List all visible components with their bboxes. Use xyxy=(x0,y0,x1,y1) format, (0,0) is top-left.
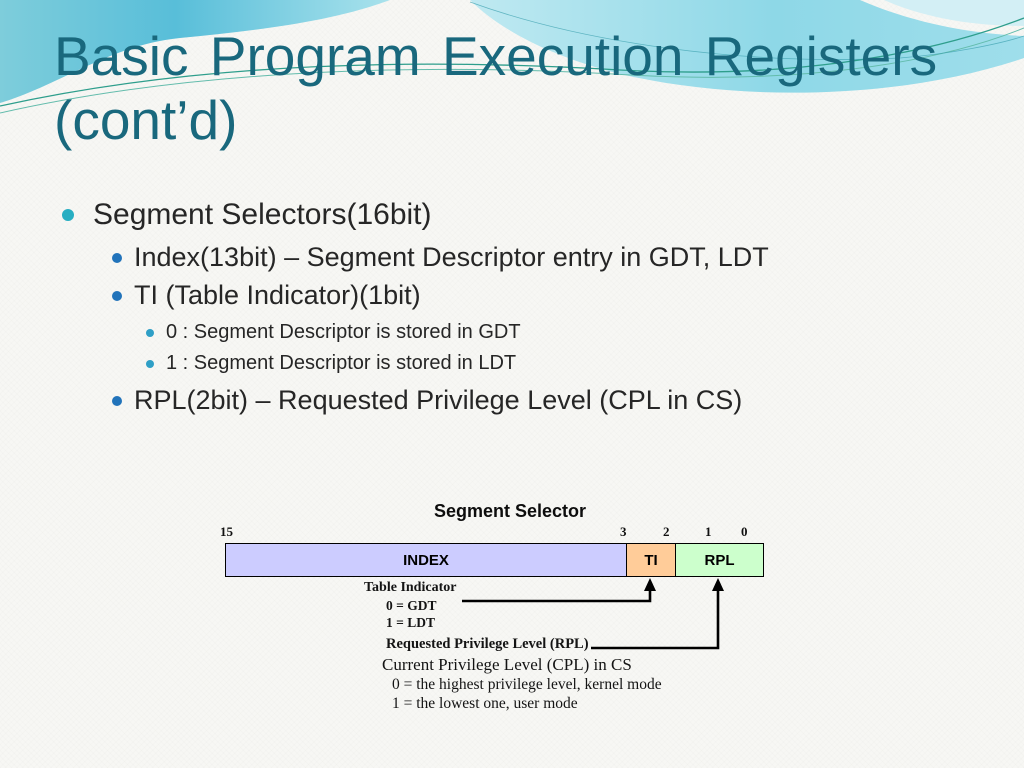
bullet-dot-icon xyxy=(112,290,122,301)
slide-title-line-1: Basic Program Execution Registers xyxy=(54,25,938,87)
bullet-text: RPL(2bit) – Requested Privilege Level (C… xyxy=(134,385,743,415)
bullet-text: 0 : Segment Descriptor is stored in GDT xyxy=(166,321,521,343)
bullet-segment-selectors: Segment Selectors(16bit) xyxy=(62,198,432,232)
wave-left-band xyxy=(0,0,390,103)
rpl-arrowhead-icon xyxy=(712,578,724,591)
bullet-dot-icon xyxy=(112,395,122,406)
bit-label-1: 1 xyxy=(705,524,712,539)
bullet-dot-icon xyxy=(146,359,154,368)
bit-label-3: 3 xyxy=(620,524,627,539)
slide-title-line-2: (cont’d) xyxy=(54,89,238,152)
header-wave-decoration xyxy=(0,0,1024,114)
table-indicator-gdt: 0 = GDT xyxy=(386,598,437,613)
cpl-highest-line: 0 = the highest privilege level, kernel … xyxy=(392,676,662,693)
cpl-lowest-line: 1 = the lowest one, user mode xyxy=(392,695,578,712)
field-label-index: INDEX xyxy=(403,551,449,569)
table-indicator-label: Table Indicator xyxy=(364,580,457,595)
diagram-title: Segment Selector xyxy=(433,501,587,521)
wave-corner-sliver xyxy=(884,0,1024,26)
bullet-rpl: RPL(2bit) – Requested Privilege Level (C… xyxy=(112,385,742,416)
bit-label-15: 15 xyxy=(220,524,233,539)
bullet-dot-icon xyxy=(62,209,74,221)
bullet-ti-0-gdt: 0 : Segment Descriptor is stored in GDT xyxy=(146,321,521,344)
ti-arrowhead-icon xyxy=(644,578,656,591)
bullet-index: Index(13bit) – Segment Descriptor entry … xyxy=(112,242,769,273)
register-field-rpl: RPL xyxy=(675,544,763,576)
bullet-ti-1-ldt: 1 : Segment Descriptor is stored in LDT xyxy=(146,352,516,375)
bullet-text: 1 : Segment Descriptor is stored in LDT xyxy=(166,352,517,374)
bullet-table-indicator: TI (Table Indicator)(1bit) xyxy=(112,280,421,311)
slide-title: Basic Program Execution Registers (cont’… xyxy=(54,24,1014,153)
register-field-ti: TI xyxy=(626,544,675,576)
bit-label-2: 2 xyxy=(663,524,670,539)
bullet-text: Segment Selectors(16bit) xyxy=(93,198,432,231)
segment-selector-register: INDEX TI RPL xyxy=(225,543,764,577)
bit-label-0: 0 xyxy=(741,524,748,539)
bullet-text: TI (Table Indicator)(1bit) xyxy=(134,280,421,310)
cpl-line: Current Privilege Level (CPL) in CS xyxy=(382,655,632,674)
field-label-ti: TI xyxy=(644,551,658,569)
rpl-label: Requested Privilege Level (RPL) xyxy=(386,636,589,652)
bullet-text: Index(13bit) – Segment Descriptor entry … xyxy=(134,242,769,272)
register-field-index: INDEX xyxy=(226,544,626,576)
field-label-rpl: RPL xyxy=(704,551,735,569)
bullet-dot-icon xyxy=(146,328,154,337)
table-indicator-ldt: 1 = LDT xyxy=(386,615,435,630)
bullet-dot-icon xyxy=(112,252,122,263)
